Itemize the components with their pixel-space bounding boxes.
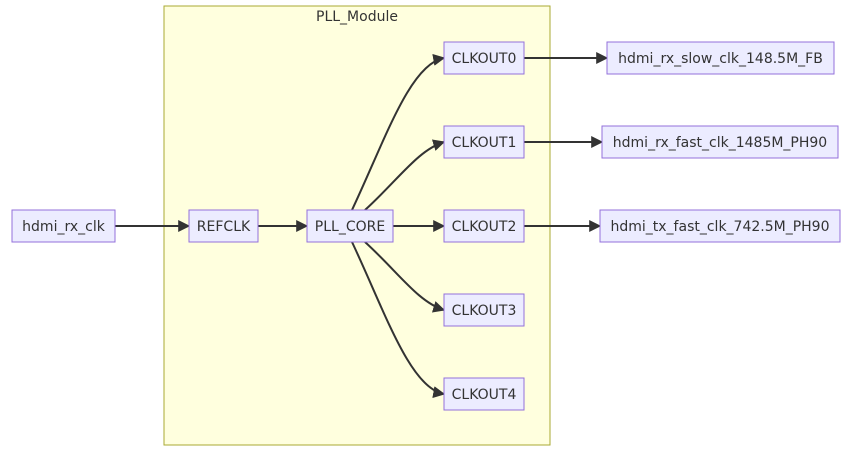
edge-pll-core-to-clkout0	[351, 53, 446, 211]
edges	[115, 52, 609, 399]
node-label-clkout2: CLKOUT2	[452, 219, 517, 235]
edge-pll-core-to-clkout4	[351, 241, 446, 399]
node-out0: hdmi_rx_slow_clk_148.5M_FB	[606, 41, 835, 75]
node-label-clkout4: CLKOUT4	[452, 387, 517, 403]
node-label-out2: hdmi_tx_fast_clk_742.5M_PH90	[611, 219, 830, 235]
node-label-clkout0: CLKOUT0	[452, 51, 517, 67]
node-label-refclk: REFCLK	[197, 219, 251, 235]
cluster-label: PLL_Module	[316, 9, 398, 25]
node-hdmi-rx-clk: hdmi_rx_clk	[11, 209, 116, 243]
edge-pll-core-to-clkout1	[364, 139, 446, 211]
node-clkout1: CLKOUT1	[443, 125, 525, 159]
node-clkout4: CLKOUT4	[443, 377, 525, 411]
node-pll-core: PLL_CORE	[306, 209, 394, 243]
node-clkout3: CLKOUT3	[443, 293, 525, 327]
node-label-clkout1: CLKOUT1	[452, 135, 517, 151]
node-refclk: REFCLK	[188, 209, 259, 243]
edge-pll-core-to-clkout3	[364, 241, 446, 313]
node-label-hdmi-rx-clk: hdmi_rx_clk	[22, 219, 106, 235]
node-label-pll-core: PLL_CORE	[315, 219, 385, 235]
node-out2: hdmi_tx_fast_clk_742.5M_PH90	[599, 209, 841, 243]
node-label-out0: hdmi_rx_slow_clk_148.5M_FB	[618, 51, 823, 67]
node-out1: hdmi_rx_fast_clk_1485M_PH90	[601, 125, 839, 159]
node-label-out1: hdmi_rx_fast_clk_1485M_PH90	[613, 135, 827, 151]
node-clkout0: CLKOUT0	[443, 41, 525, 75]
node-clkout2: CLKOUT2	[443, 209, 525, 243]
node-label-clkout3: CLKOUT3	[452, 303, 517, 319]
